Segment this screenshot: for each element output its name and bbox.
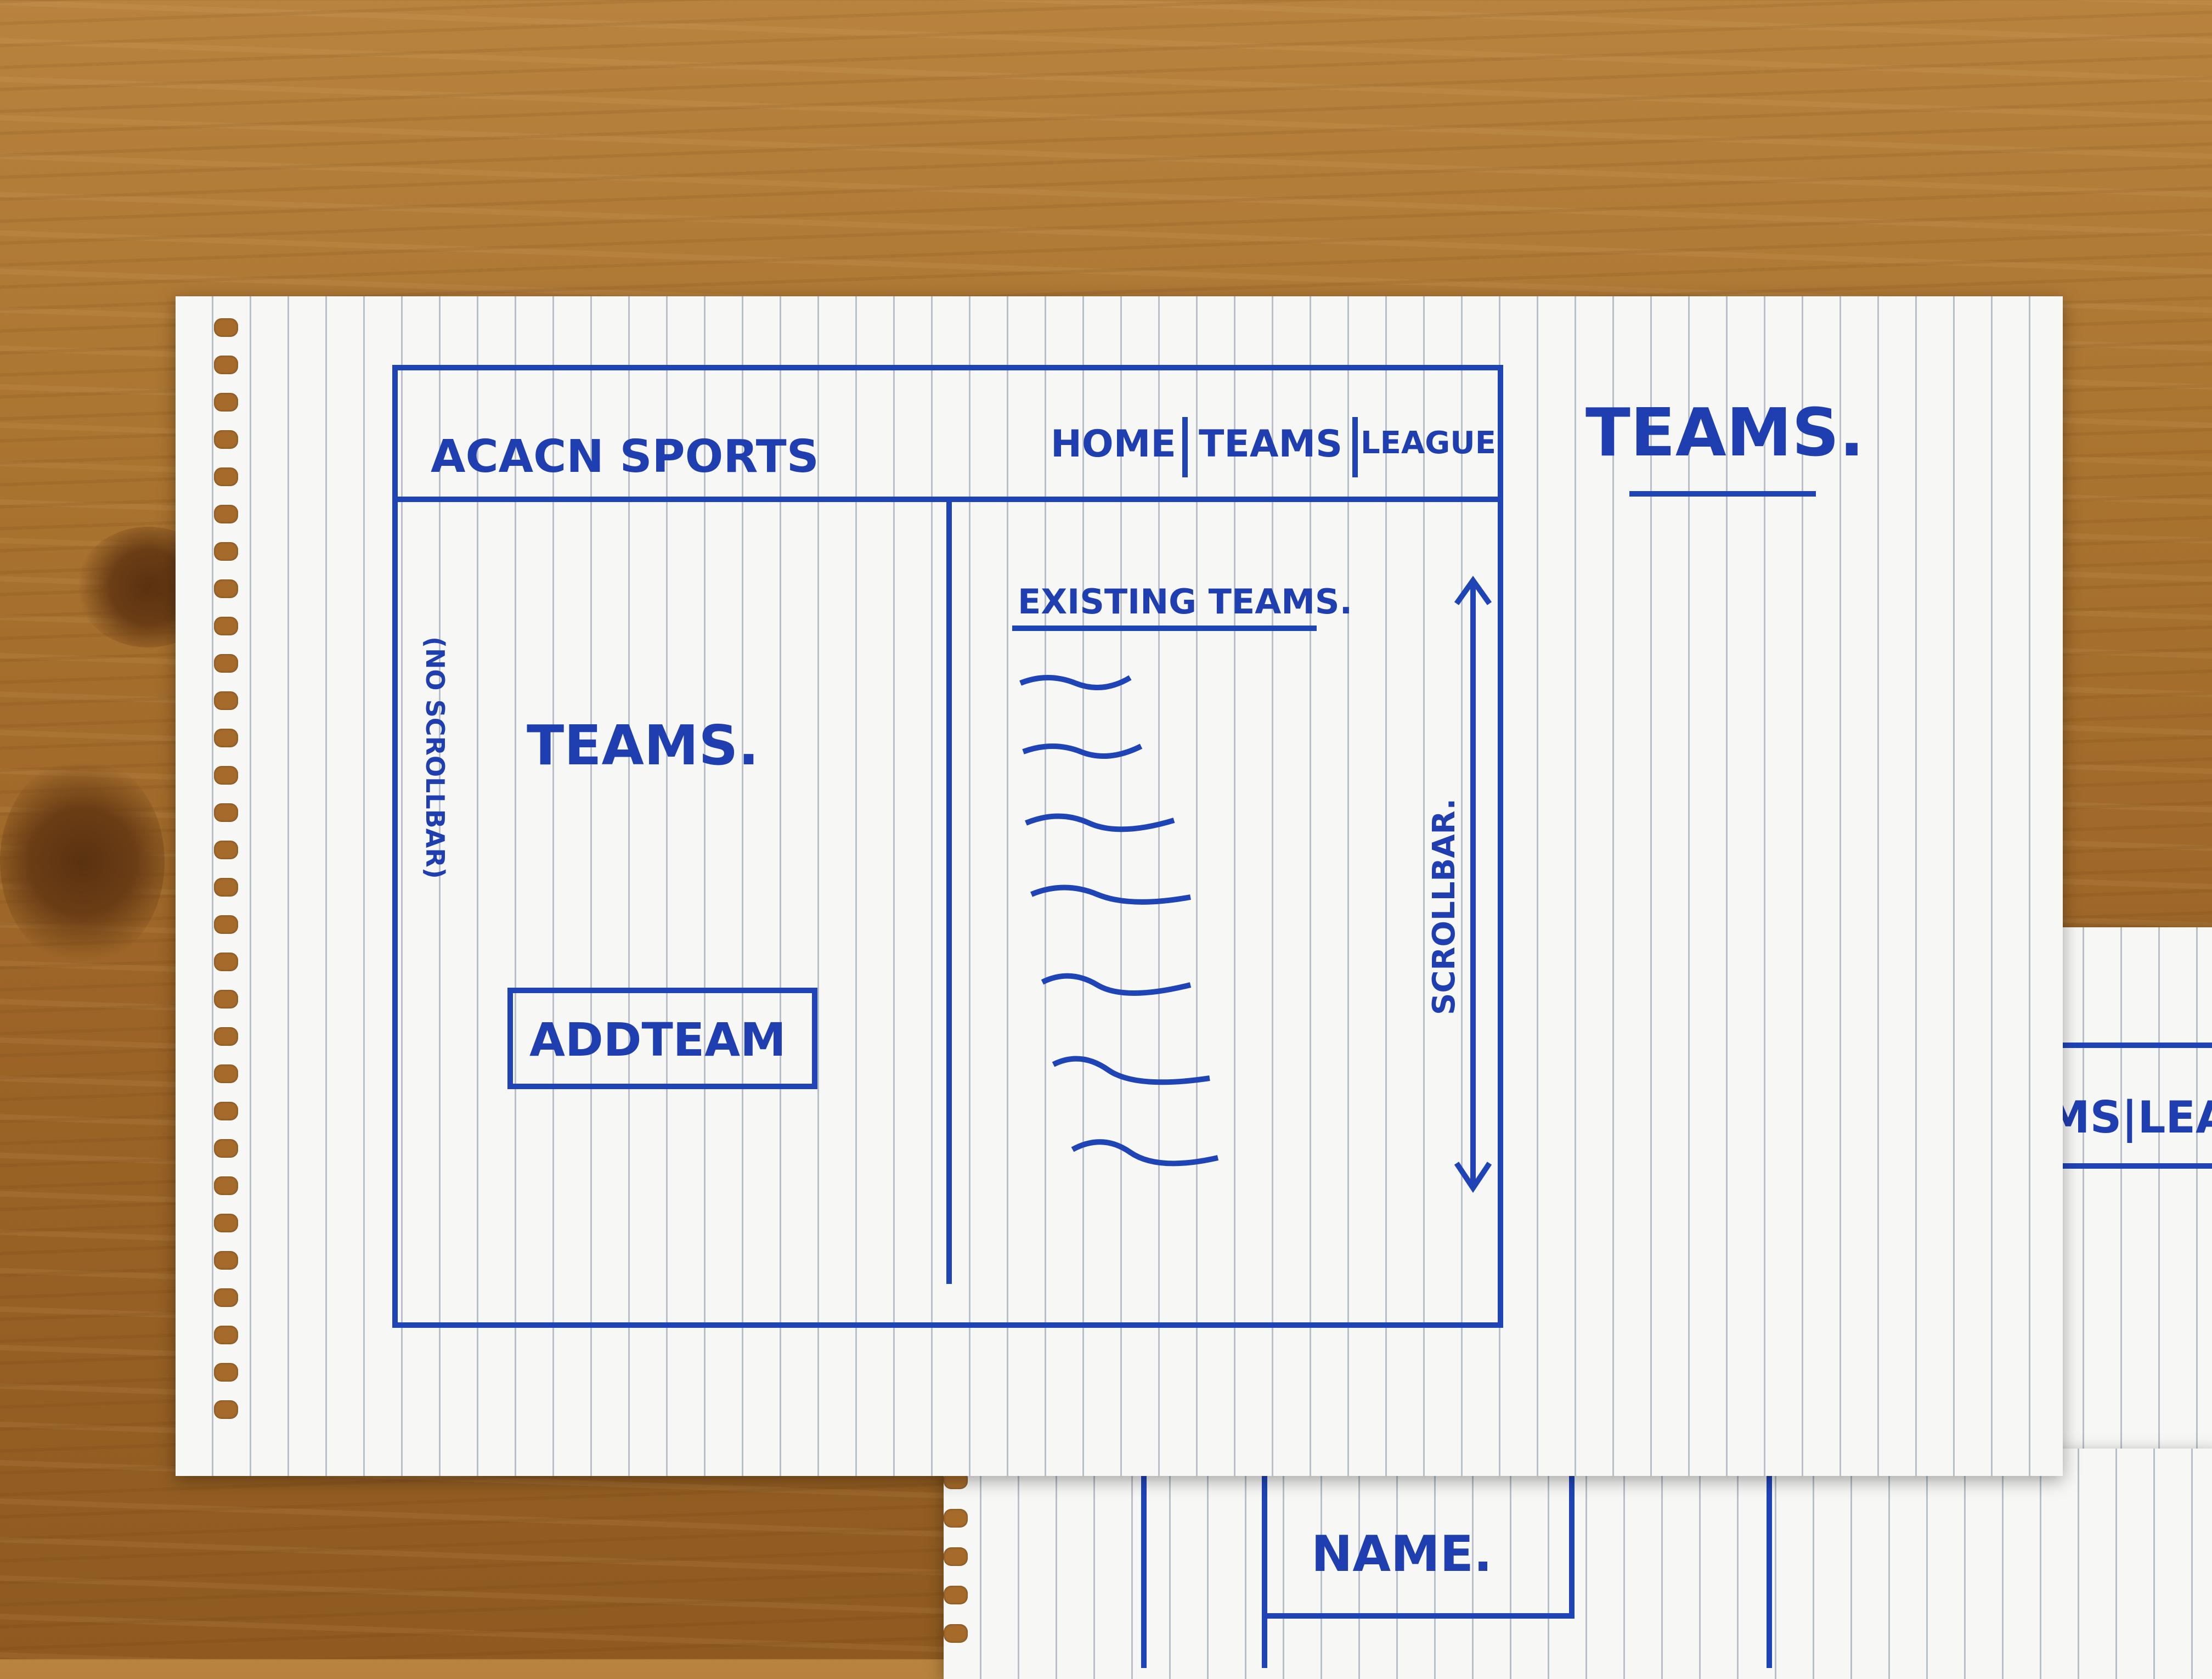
binder-hole xyxy=(214,542,238,561)
binder-hole xyxy=(214,841,238,859)
binder-hole xyxy=(214,990,238,1008)
binder-hole xyxy=(214,1251,238,1270)
page-title: TEAMS. xyxy=(1585,395,1865,471)
binder-hole xyxy=(214,1363,238,1382)
binder-hole xyxy=(214,803,238,822)
nav-teams[interactable]: TEAMS xyxy=(1199,422,1343,466)
sketch-line xyxy=(2046,1163,2212,1169)
team-list-item xyxy=(1071,1139,1219,1167)
binder-hole xyxy=(944,1509,968,1528)
team-list xyxy=(1019,675,1219,1167)
binder-hole xyxy=(214,1064,238,1083)
binder-hole xyxy=(214,1027,238,1046)
binder-hole xyxy=(214,430,238,449)
name-label: NAME. xyxy=(1311,1525,1493,1583)
scrollbar[interactable] xyxy=(1448,571,1498,1202)
binder-hole xyxy=(214,393,238,412)
add-team-button-label: ADDTEAM xyxy=(529,1013,786,1067)
team-list-item xyxy=(1052,1056,1210,1085)
binder-hole xyxy=(214,617,238,635)
binder-hole xyxy=(214,915,238,934)
sketch-line xyxy=(1767,1449,1772,1668)
nav-separator xyxy=(1182,417,1188,477)
binder-hole xyxy=(214,318,238,337)
binder-hole xyxy=(214,729,238,747)
wireframe-outer-frame xyxy=(392,365,1503,1328)
sketch-line xyxy=(1141,1449,1147,1668)
binder-hole xyxy=(214,1288,238,1307)
sketch-line xyxy=(1262,1613,1575,1619)
scrollbar-note: SCROLLBAR. xyxy=(1426,798,1462,1015)
brand-logo[interactable]: ACACN SPORTS xyxy=(431,431,819,483)
team-list-item xyxy=(1025,813,1175,832)
binder-hole xyxy=(214,878,238,897)
third-sheet: NAME. xyxy=(944,1449,2212,1679)
binder-hole xyxy=(944,1547,968,1566)
binder-hole xyxy=(214,356,238,374)
binder-hole xyxy=(214,691,238,710)
left-panel-title: TEAMS. xyxy=(527,713,759,777)
no-scrollbar-note: (NO SCROLLBAR) xyxy=(420,636,450,879)
binder-hole xyxy=(214,1139,238,1158)
team-list-item xyxy=(1041,973,1192,996)
scroll-up-arrow-icon xyxy=(1454,576,1492,605)
binder-hole xyxy=(944,1624,968,1643)
existing-teams-title: EXISTING TEAMS. xyxy=(1018,582,1353,622)
sketch-line xyxy=(2041,1043,2212,1048)
team-list-item xyxy=(1019,675,1132,690)
nav-separator xyxy=(1352,417,1358,477)
panel-divider xyxy=(946,499,952,1284)
binder-hole xyxy=(214,1400,238,1419)
binder-hole xyxy=(214,579,238,598)
binder-hole xyxy=(214,654,238,673)
binder-hole xyxy=(214,766,238,785)
binder-hole xyxy=(214,1326,238,1344)
team-list-item xyxy=(1030,884,1191,905)
add-team-button[interactable]: ADDTEAM xyxy=(507,988,817,1089)
nav-home[interactable]: HOME xyxy=(1051,422,1176,466)
binder-hole xyxy=(944,1586,968,1604)
existing-teams-underline xyxy=(1012,626,1317,631)
nav-fragment: MS|LEA xyxy=(2046,1092,2212,1143)
binder-hole xyxy=(214,953,238,971)
page-title-underline xyxy=(1629,491,1816,497)
binder-hole xyxy=(214,1176,238,1195)
sketch-line xyxy=(1569,1449,1575,1613)
second-sheet xyxy=(2046,927,2212,1476)
team-list-item xyxy=(1022,743,1143,759)
nav-league[interactable]: LEAGUE xyxy=(1361,425,1496,461)
binder-hole xyxy=(214,505,238,523)
scroll-down-arrow-icon xyxy=(1454,1162,1492,1193)
sketch-line xyxy=(1262,1449,1267,1668)
binder-hole xyxy=(214,1102,238,1120)
binder-hole xyxy=(214,467,238,486)
binder-hole xyxy=(214,1214,238,1232)
wood-knot xyxy=(0,757,165,966)
